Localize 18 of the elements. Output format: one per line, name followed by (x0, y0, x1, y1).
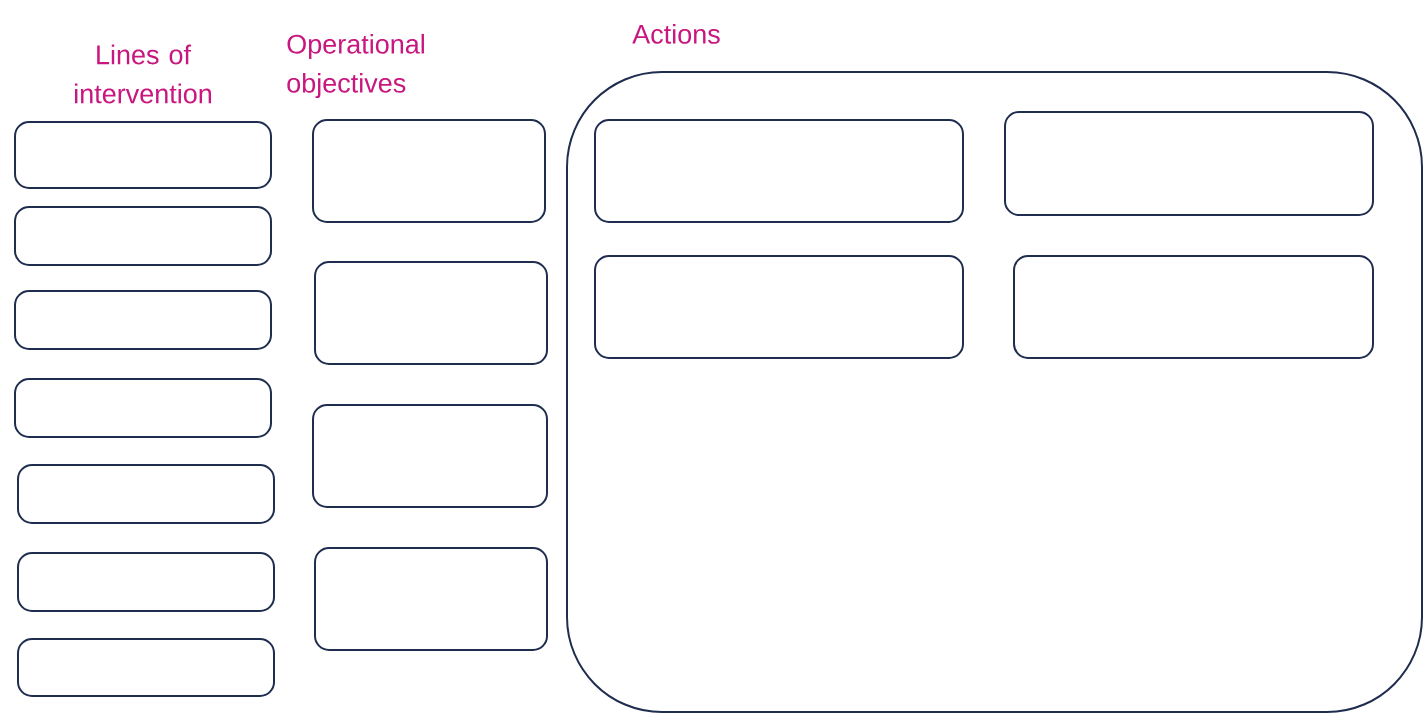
empty-box (314, 547, 548, 651)
empty-box (594, 119, 964, 223)
empty-box (17, 638, 275, 697)
empty-box (312, 404, 548, 508)
empty-box (314, 261, 548, 365)
empty-box (14, 378, 272, 438)
empty-box (594, 255, 964, 359)
empty-box (1013, 255, 1374, 359)
empty-box (14, 206, 272, 266)
actions-panel: Actions (566, 23, 1423, 713)
empty-box (17, 552, 275, 612)
empty-box (14, 290, 272, 350)
empty-box (312, 119, 546, 223)
column-heading: Operational objectives (287, 33, 424, 99)
node-label: Actions (632, 23, 720, 44)
empty-box (14, 121, 272, 189)
empty-box (1004, 111, 1374, 216)
empty-box (17, 464, 275, 524)
